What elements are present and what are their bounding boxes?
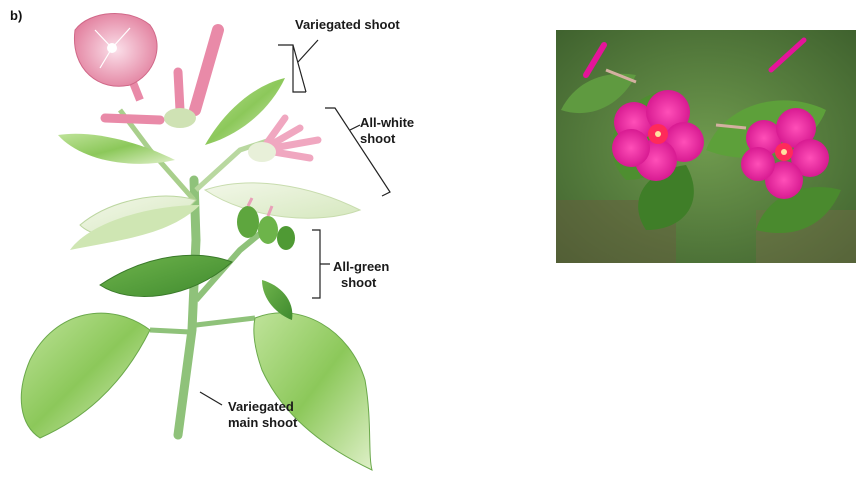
leaf xyxy=(21,313,150,438)
leader-line-all-white xyxy=(350,125,360,130)
bud-cluster-white xyxy=(248,118,318,162)
leaf xyxy=(100,255,232,296)
plant-illustration xyxy=(0,0,430,477)
leader-line-main xyxy=(200,392,222,405)
bracket-all-green xyxy=(312,230,330,298)
leaf xyxy=(58,134,175,164)
label-variegated-shoot: Variegated shoot xyxy=(295,17,400,33)
branch-stem xyxy=(196,318,255,325)
leaf xyxy=(254,313,372,470)
flower-photo xyxy=(556,30,856,263)
leader-line-variegated xyxy=(278,40,318,92)
label-variegated-main-shoot: Variegated main shoot xyxy=(228,399,297,431)
branch-stem xyxy=(150,330,190,332)
label-all-green-shoot: All-green shoot xyxy=(333,259,389,291)
pink-flower xyxy=(74,14,157,100)
leaf xyxy=(205,183,360,218)
label-all-white-shoot: All-white shoot xyxy=(360,115,414,147)
